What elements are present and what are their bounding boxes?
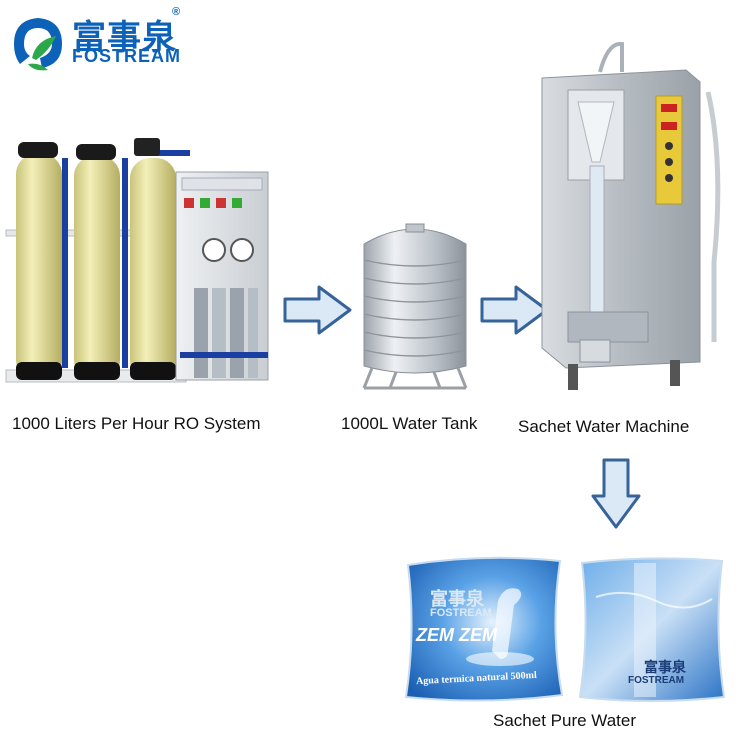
caption-sachet-machine: Sachet Water Machine — [518, 417, 689, 437]
sachet-water-machine-image — [538, 42, 728, 394]
arrow-right-icon — [283, 284, 353, 336]
caption-sachet-pure-water: Sachet Pure Water — [493, 711, 636, 731]
sachet-brand-cn: 富事泉 — [644, 657, 686, 677]
registered-mark: ® — [172, 6, 180, 18]
caption-water-tank: 1000L Water Tank — [341, 414, 477, 434]
sachet-product-name: ZEM ZEM — [416, 625, 497, 646]
sachet-bag-right: 富事泉 FOSTREAM — [576, 557, 726, 703]
logo-emblem-icon — [6, 14, 70, 72]
filter-tank — [16, 142, 62, 380]
filter-tank — [74, 144, 120, 380]
caption-ro-system: 1000 Liters Per Hour RO System — [12, 414, 260, 434]
water-tank-image — [356, 220, 474, 392]
filter-tank — [130, 138, 176, 380]
arrow-down-icon — [591, 458, 641, 530]
sachet-brand-en: FOSTREAM — [430, 607, 492, 619]
ro-system-image — [4, 138, 276, 392]
sachet-bag-left: 富事泉 FOSTREAM ZEM ZEM Agua termica natura… — [400, 555, 570, 703]
sachet-brand-en: FOSTREAM — [628, 675, 684, 686]
logo-english-text: FOSTREAM — [72, 46, 181, 67]
